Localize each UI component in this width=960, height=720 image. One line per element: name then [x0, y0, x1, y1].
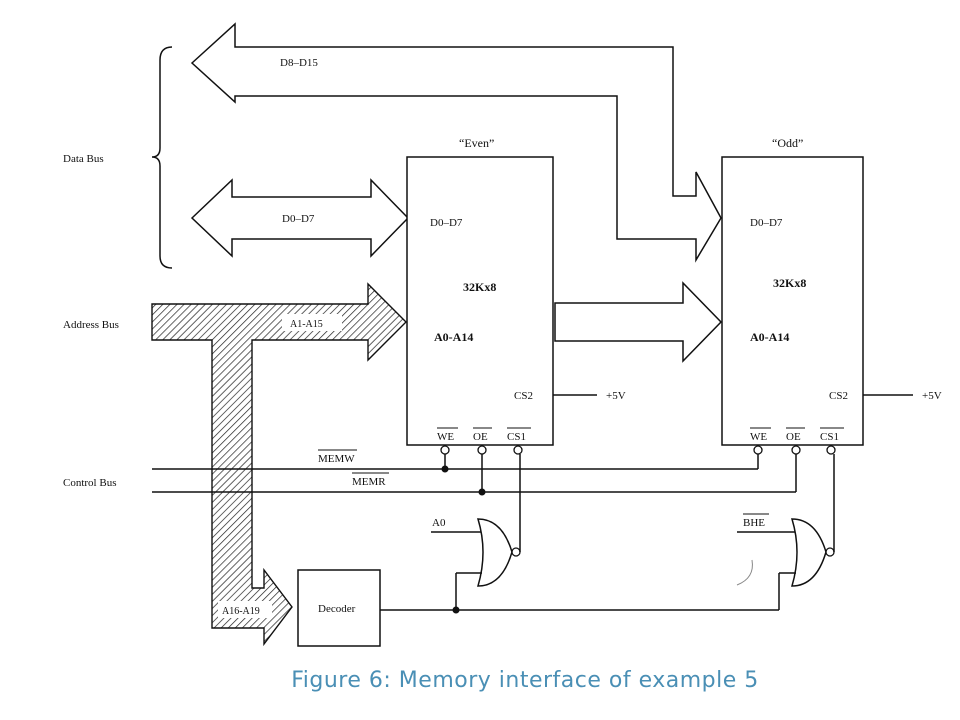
decoder-label: Decoder — [318, 603, 356, 615]
a1-a15-label: A1-A15 — [290, 319, 323, 330]
odd-oe-bubble — [791, 445, 801, 455]
odd-data-pins-label: D0–D7 — [750, 217, 783, 229]
decoder-output-junction-dot — [452, 606, 460, 614]
decoder-block — [297, 569, 381, 647]
even-cs2-label: CS2 — [514, 390, 533, 402]
address-bus-arrow — [151, 282, 407, 647]
address-bus-label: Address Bus — [63, 319, 119, 331]
odd-we-bubble — [753, 445, 763, 455]
a0-input-label: A0 — [432, 517, 446, 529]
control-bus-lines — [152, 454, 797, 493]
even-we-bubble — [440, 445, 450, 455]
even-addr-pins-label: A0-A14 — [434, 330, 473, 344]
gate-wiring — [380, 454, 835, 611]
a16-a19-label: A16-A19 — [222, 606, 260, 617]
even-memory-chip — [406, 156, 554, 446]
even-cs1-bubble — [513, 445, 523, 455]
even-chip-title: “Even” — [459, 136, 494, 150]
memw-label: MEMW — [318, 453, 355, 465]
odd-addr-pins-label: A0-A14 — [750, 330, 789, 344]
memr-junction-dot — [478, 488, 486, 496]
even-we-label: WE — [437, 431, 454, 443]
d0-d7-label: D0–D7 — [282, 213, 315, 225]
odd-chip-title: “Odd” — [772, 136, 803, 150]
a1-a15-label-box — [282, 314, 342, 331]
odd-size-label: 32Kx8 — [773, 276, 806, 290]
bhe-input-label: BHE — [743, 517, 765, 529]
scan-mark — [736, 559, 753, 586]
even-oe-label: OE — [473, 431, 488, 443]
even-cs1-label: CS1 — [507, 431, 526, 443]
even-or-gate — [476, 518, 513, 587]
odd-oe-label: OE — [786, 431, 801, 443]
data-bus-brace — [151, 46, 173, 269]
odd-memory-chip — [721, 156, 864, 446]
odd-cs1-label: CS1 — [820, 431, 839, 443]
control-bus-label: Control Bus — [63, 477, 116, 489]
d8-d15-bus-arrow — [190, 22, 722, 263]
odd-cs2-label: CS2 — [829, 390, 848, 402]
even-addr-label-box — [430, 328, 490, 346]
odd-gate-output-bubble — [825, 547, 835, 557]
odd-we-label: WE — [750, 431, 767, 443]
odd-or-gate — [790, 518, 827, 587]
even-size-label-box — [455, 277, 513, 295]
a16-a19-label-box — [218, 601, 272, 618]
memw-junction-dot — [441, 465, 449, 473]
even-oe-bubble — [477, 445, 487, 455]
odd-vcc-label: +5V — [922, 390, 942, 402]
address-to-odd-arrow — [554, 281, 723, 363]
even-vcc-label: +5V — [606, 390, 626, 402]
figure-caption: Figure 6: Memory interface of example 5 — [291, 668, 759, 693]
odd-cs1-bubble — [826, 445, 836, 455]
even-gate-output-bubble — [511, 547, 521, 557]
even-data-pins-label: D0–D7 — [430, 217, 463, 229]
memr-label: MEMR — [352, 476, 386, 488]
data-bus-label: Data Bus — [63, 153, 104, 165]
even-size-label: 32Kx8 — [463, 280, 496, 294]
d8-d15-label: D8–D15 — [280, 57, 318, 69]
